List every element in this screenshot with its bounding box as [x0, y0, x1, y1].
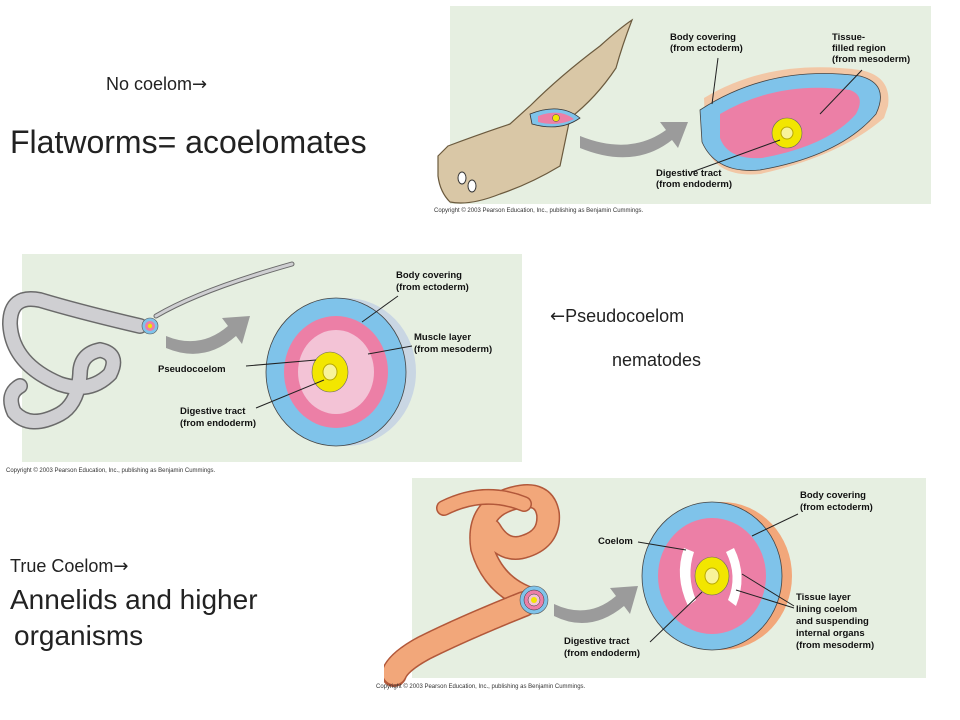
nematodes-label: nematodes [612, 350, 702, 370]
earthworm-upper-fill [437, 490, 531, 515]
flatworm-tissue-sub2: (from mesoderm) [832, 54, 910, 65]
no-coelom-label: No coelom→ [106, 74, 207, 95]
roundworm-tail-fill [154, 262, 294, 318]
roundworm-copyright: Copyright © 2003 Pearson Education, Inc.… [6, 468, 216, 474]
annelids-heading-line1: Annelids and higher [10, 584, 258, 615]
flatworms-heading: Flatworms= acoelomates [10, 124, 367, 160]
roundworm-muscle-sub: (from mesoderm) [414, 344, 492, 355]
earthworm-tissue-sub1: lining coelom [796, 604, 857, 615]
right-arrow-icon: → [113, 556, 129, 577]
annelids-heading-line2: organisms [14, 620, 144, 651]
leader-line [255, 379, 325, 409]
roundworm-body-covering-sub: (from ectoderm) [396, 282, 469, 293]
earthworm-coelom-left [679, 548, 696, 606]
roundworm-gut-lumen [322, 363, 338, 381]
roundworm-tail [153, 261, 295, 319]
flatworm-copyright: Copyright © 2003 Pearson Education, Inc.… [434, 208, 644, 214]
roundworm-body-fill [3, 292, 147, 428]
earthworm-illustration: Body covering (from ectoderm) Coelom Tis… [384, 484, 874, 687]
earthworm-tissue-sub4: (from mesoderm) [796, 640, 874, 651]
earthworm-tissue-layer-label: Tissue layer [796, 592, 851, 603]
earthworm-cut-gut [531, 597, 537, 603]
flatworm-tissue-label: Tissue- [832, 32, 865, 43]
flatworm-cut-gut [552, 114, 560, 122]
leader-line [649, 591, 703, 643]
earthworm-body-covering-sub: (from ectoderm) [800, 502, 873, 513]
earthworm-copyright: Copyright © 2003 Pearson Education, Inc.… [376, 684, 586, 690]
flatworm-body-covering-label: Body covering [670, 32, 736, 43]
flatworm-digestive-sub: (from endoderm) [656, 179, 732, 190]
curved-arrow-icon [580, 122, 688, 158]
earthworm-body-fill [470, 485, 559, 611]
flatworm-tissue-sub1: filled region [832, 43, 886, 54]
true-coelom-label: True Coelom→ [10, 556, 128, 577]
right-arrow-icon: → [192, 74, 208, 95]
leader-line [367, 345, 413, 355]
roundworm-pseudocoelom-label: Pseudocoelom [158, 364, 226, 375]
flatworm-digestive-label: Digestive tract [656, 168, 722, 179]
flatworm-body [437, 18, 634, 204]
earthworm-digestive-label: Digestive tract [564, 636, 630, 647]
pseudocoelom-text: Pseudocoelom [565, 306, 685, 326]
earthworm-tissue-sub2: and suspending [796, 616, 869, 627]
flatworm-body-covering-sub: (from ectoderm) [670, 43, 743, 54]
roundworm-digestive-sub: (from endoderm) [180, 418, 256, 429]
curved-arrow-icon [554, 586, 638, 624]
roundworm-digestive-label: Digestive tract [180, 406, 246, 417]
true-coelom-text: True Coelom [10, 556, 114, 576]
earthworm-lower-fill [384, 592, 536, 686]
leader-line [691, 139, 781, 173]
earthworm-body-covering-label: Body covering [800, 490, 866, 501]
earthworm-gut-lumen [704, 567, 720, 585]
leader-line [637, 541, 687, 551]
roundworm-body-covering-label: Body covering [396, 270, 462, 281]
roundworm-cut-gut [147, 323, 153, 329]
eyespot-right [467, 179, 477, 193]
roundworm-muscle-label: Muscle layer [414, 332, 471, 343]
flatworm-illustration: Body covering (from ectoderm) Tissue- fi… [437, 18, 910, 204]
earthworm-coelom-label: Coelom [598, 536, 633, 547]
pseudocoelom-label: ←Pseudocoelom [550, 306, 684, 327]
roundworm-illustration: Body covering (from ectoderm) Muscle lay… [1, 261, 492, 447]
left-arrow-icon: ← [550, 306, 566, 327]
earthworm-digestive-sub: (from endoderm) [564, 648, 640, 659]
no-coelom-text: No coelom [106, 74, 193, 94]
leader-line [711, 57, 719, 105]
curved-arrow-icon [166, 316, 250, 354]
earthworm-tissue-sub3: internal organs [796, 628, 865, 639]
leader-line [361, 295, 399, 323]
leader-line [735, 589, 795, 609]
leader-line [751, 513, 799, 537]
flatworm-gut-lumen [780, 126, 794, 140]
leader-line [819, 69, 863, 115]
leader-line [245, 359, 317, 367]
eyespot-left [457, 171, 467, 185]
leader-line [741, 573, 795, 607]
earthworm-coelom-right [726, 548, 742, 606]
